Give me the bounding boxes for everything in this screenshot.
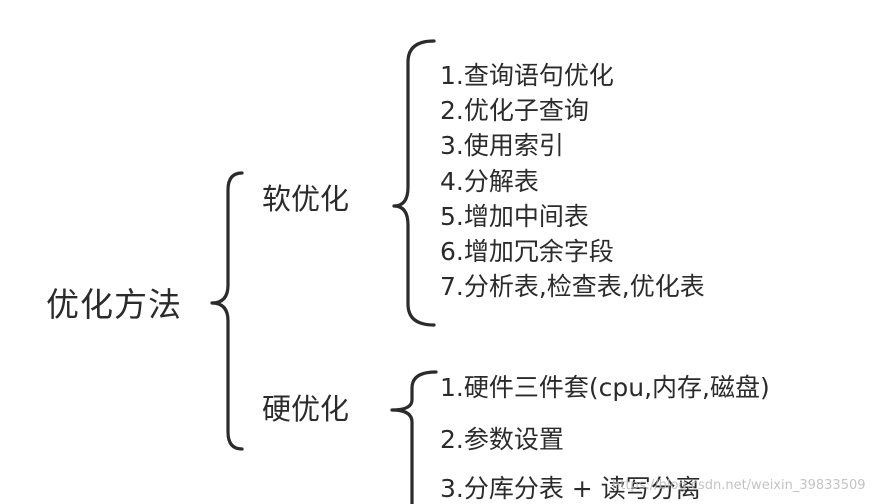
soft-brace	[392, 39, 436, 327]
soft-item-5: 5.增加中间表	[440, 202, 589, 231]
branch-soft-optimization: 软优化	[262, 182, 350, 216]
branch-hard-optimization: 硬优化	[262, 392, 350, 426]
root-brace	[210, 171, 244, 451]
soft-item-3: 3.使用索引	[440, 131, 564, 160]
hard-item-3: 3.分库分表 + 读写分离	[440, 474, 701, 503]
hard-item-1: 1.硬件三件套(cpu,内存,磁盘)	[440, 373, 770, 402]
hard-brace	[390, 370, 438, 504]
soft-item-2: 2.优化子查询	[440, 96, 589, 125]
watermark-text: https://blog.csdn.net/weixin_39833509	[612, 478, 866, 493]
root-label: 优化方法	[46, 285, 182, 324]
soft-item-7: 7.分析表,检查表,优化表	[440, 272, 705, 301]
soft-item-6: 6.增加冗余字段	[440, 237, 614, 266]
soft-item-4: 4.分解表	[440, 167, 539, 196]
soft-item-1: 1.查询语句优化	[440, 61, 614, 90]
hard-item-2: 2.参数设置	[440, 425, 564, 454]
